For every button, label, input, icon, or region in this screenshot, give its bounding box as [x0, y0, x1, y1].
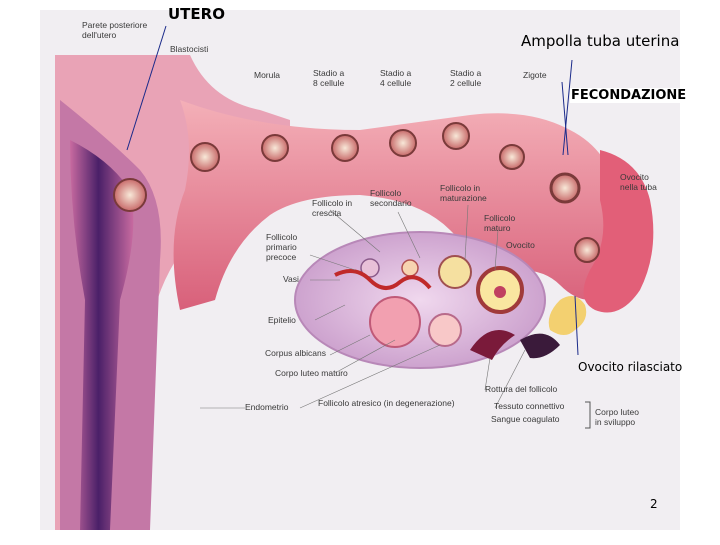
- zygote-mark: [442, 122, 470, 150]
- label-corpo-luteo-maturo: Corpo luteo maturo: [275, 368, 348, 378]
- utero-pointer-line: [126, 25, 167, 151]
- corpus-luteum-mature-mark: [369, 296, 421, 348]
- ovocyte-in-tube-mark: [549, 172, 581, 204]
- ovocyte-in-follicle-mark: [494, 286, 506, 298]
- ovary: [294, 231, 546, 369]
- label-follicolo-maturo: Follicolo maturo: [484, 213, 516, 233]
- corpus-albicans-mark: [360, 258, 380, 278]
- label-sangue: Sangue coagulato: [491, 414, 560, 424]
- stage4-mark: [331, 134, 359, 162]
- label-corpo-luteo-sviluppo: Corpo luteo in sviluppo: [595, 407, 639, 427]
- secondary-follicle-mark: [438, 255, 472, 289]
- ampolla-annotation: Ampolla tuba uterina: [521, 32, 680, 50]
- label-rottura: Rottura del follicolo: [485, 384, 558, 394]
- label-zigote: Zigote: [523, 70, 547, 80]
- label-endometrio: Endometrio: [245, 402, 289, 412]
- embryo-stages: [113, 122, 600, 263]
- ovocyte-released-tube-mark: [574, 237, 600, 263]
- label-parete: Parete posteriore dell'utero: [82, 20, 148, 40]
- ovocito-rilasciato-annotation: Ovocito rilasciato: [578, 360, 683, 374]
- fimbriae: [583, 150, 654, 313]
- fecondazione-pointer-line: [561, 81, 569, 156]
- atretic-follicle-mark: [428, 313, 462, 347]
- label-stadio2: Stadio a 2 cellule: [450, 68, 482, 88]
- label-stadio8: Stadio a 8 cellule: [313, 68, 345, 88]
- label-tessuto: Tessuto connettivo: [494, 401, 565, 411]
- fertilized-egg-mark: [499, 144, 525, 170]
- label-morula: Morula: [254, 70, 280, 80]
- fecondazione-annotation: FECONDAZIONE: [570, 88, 688, 103]
- stage2-mark: [389, 129, 417, 157]
- label-epitelio: Epitelio: [268, 315, 296, 325]
- page-number: 2: [650, 497, 658, 511]
- utero-annotation: UTERO: [168, 5, 225, 23]
- label-follicolo-secondario: Follicolo secondario: [370, 188, 412, 208]
- label-leaders: [200, 204, 526, 409]
- corpus-luteum-developing-mark: [520, 333, 560, 359]
- vessels-mark: [334, 269, 432, 290]
- ruptured-follicle-mark: [470, 330, 515, 360]
- ovocito-pointer-line: [574, 295, 579, 356]
- label-ovocito-tuba: Ovocito nella tuba: [620, 172, 657, 192]
- corpo-luteo-bracket: [585, 401, 591, 429]
- label-vasi: Vasi: [283, 274, 299, 284]
- blastocyst-mark: [113, 178, 147, 212]
- label-blastocisti: Blastocisti: [170, 44, 209, 54]
- label-follicolo-maturazione: Follicolo in maturazione: [440, 183, 487, 203]
- morula-mark: [190, 142, 220, 172]
- ampolla-pointer-line: [562, 59, 573, 156]
- primary-follicle-mark: [401, 259, 419, 277]
- label-stadio4: Stadio a 4 cellule: [380, 68, 412, 88]
- label-ovocito: Ovocito: [506, 240, 535, 250]
- label-follicolo-crescita: Follicolo in crescita: [312, 198, 353, 218]
- label-follicolo-primario: Follicolo primario precoce: [266, 232, 298, 262]
- label-follicolo-atresico: Follicolo atresico (in degenerazione): [318, 398, 455, 408]
- stage8-mark: [261, 134, 289, 162]
- uterine-cavity: [70, 140, 134, 530]
- label-corpus-albicans: Corpus albicans: [265, 348, 326, 358]
